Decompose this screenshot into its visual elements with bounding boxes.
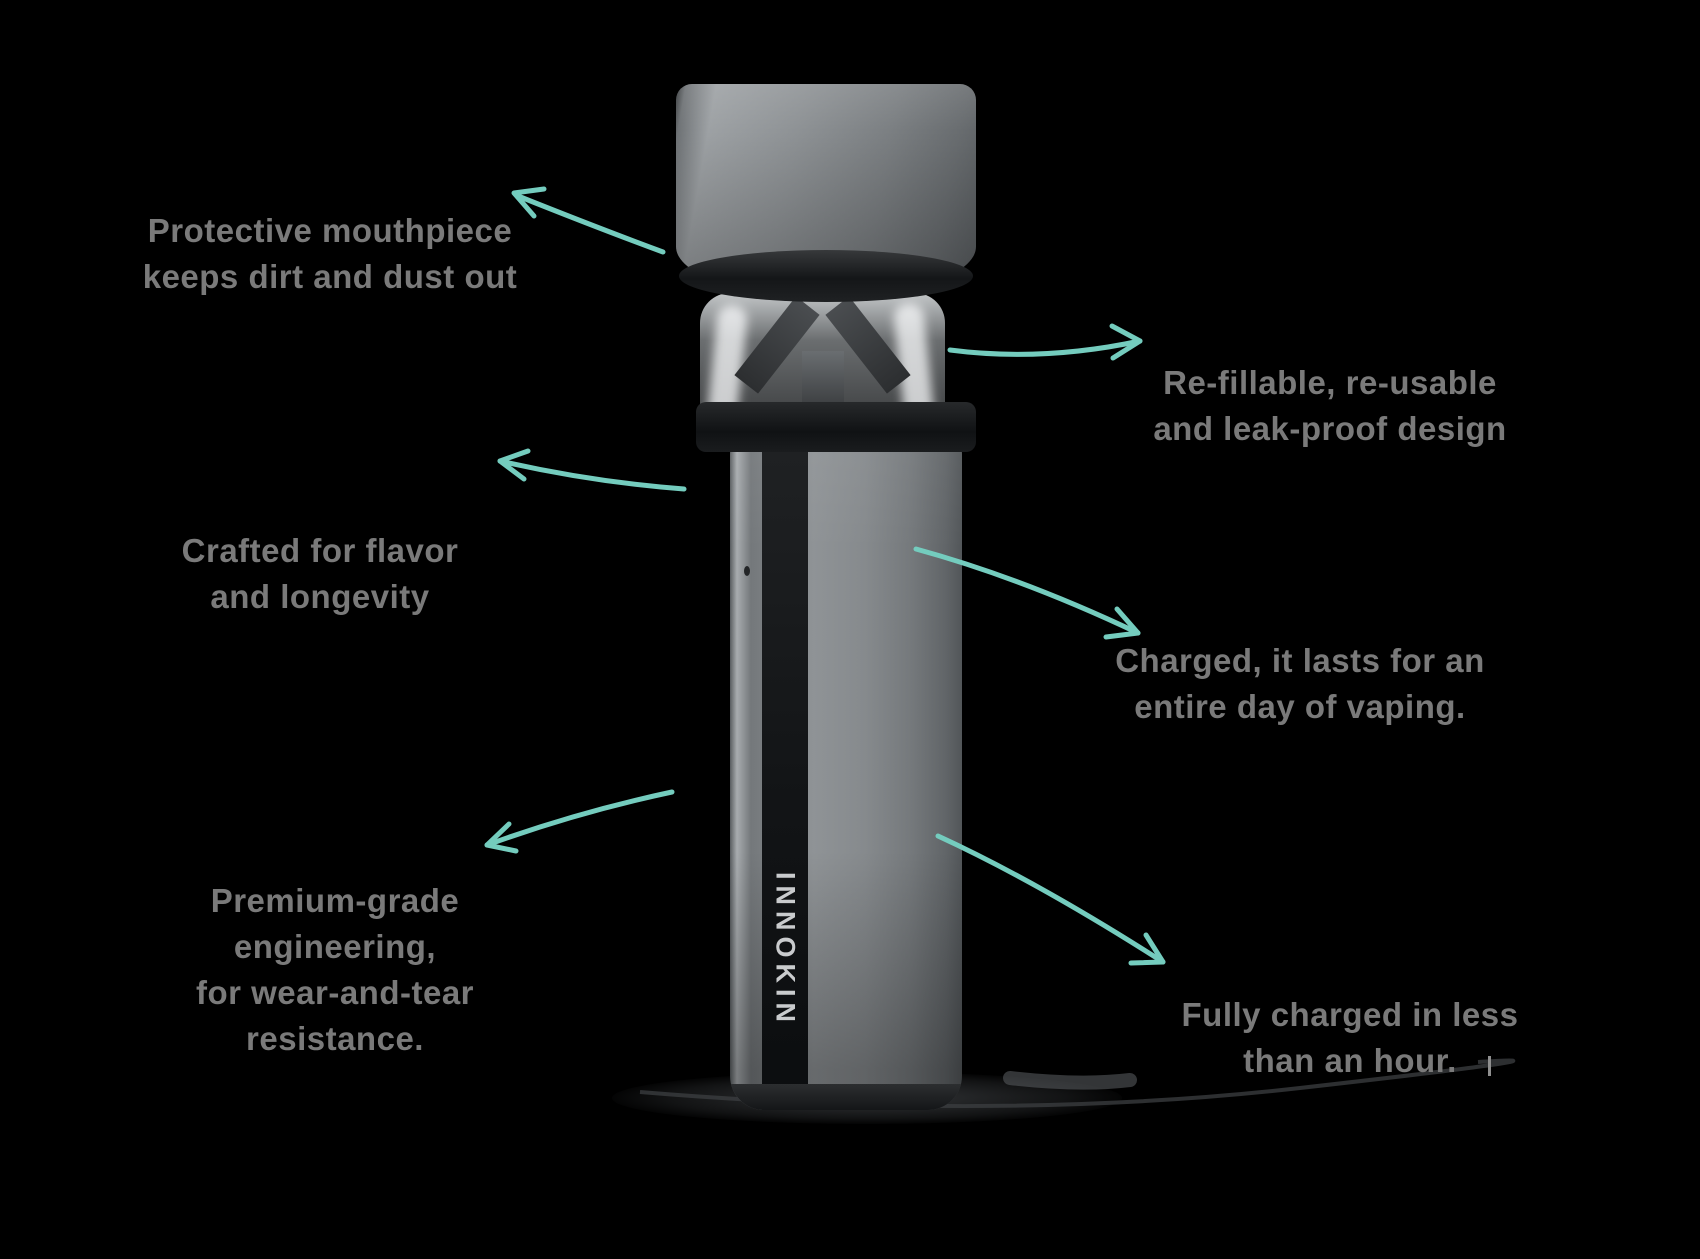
arrow-to-charge-port — [935, 833, 1166, 966]
arrow-to-chassis — [484, 789, 675, 854]
cap-rim — [679, 250, 973, 302]
callout-cap: Protective mouthpiece keeps dirt and dus… — [130, 208, 530, 300]
callout-pod: Re-fillable, re-usable and leak-proof de… — [1130, 360, 1530, 452]
device-front-stripe: INNOKIN — [762, 428, 808, 1110]
arrow-to-battery — [913, 546, 1141, 640]
callout-charging-line1: Fully charged in less — [1181, 996, 1519, 1033]
callout-cap-line1: Protective mouthpiece — [147, 212, 513, 249]
device-base — [730, 1084, 962, 1110]
callout-battery: Charged, it lasts for an entire day of v… — [1095, 638, 1505, 730]
callout-pod-line1: Re-fillable, re-usable — [1163, 364, 1497, 401]
callout-chassis-line1: Premium-grade engineering, — [210, 882, 460, 965]
callout-chassis: Premium-grade engineering, for wear-and-… — [110, 878, 560, 1062]
callout-cap-line2: keeps dirt and dust out — [142, 258, 518, 295]
callout-battery-line1: Charged, it lasts for an — [1115, 642, 1485, 679]
callout-chassis-line2: for wear-and-tear resistance. — [195, 974, 475, 1057]
callout-flavor: Crafted for flavor and longevity — [120, 528, 520, 620]
callout-pod-line2: and leak-proof design — [1153, 410, 1507, 447]
pod-collar — [696, 402, 976, 452]
arrow-to-body-left — [497, 448, 687, 492]
callout-battery-line2: entire day of vaping. — [1134, 688, 1466, 725]
stray-cursor-tick — [1488, 1056, 1491, 1076]
brand-logo-vertical: INNOKIN — [770, 872, 801, 1028]
arrow-to-cap — [511, 186, 666, 255]
callout-charging-line2: than an hour. — [1243, 1042, 1457, 1079]
device-body: INNOKIN — [730, 428, 962, 1110]
magnetic-cap — [676, 84, 976, 302]
callout-flavor-line1: Crafted for flavor — [181, 532, 459, 569]
arrow-to-pod — [947, 323, 1143, 361]
callout-charging: Fully charged in less than an hour. — [1140, 992, 1560, 1084]
callout-flavor-line2: and longevity — [210, 578, 430, 615]
led-indicator-dot — [744, 566, 750, 576]
